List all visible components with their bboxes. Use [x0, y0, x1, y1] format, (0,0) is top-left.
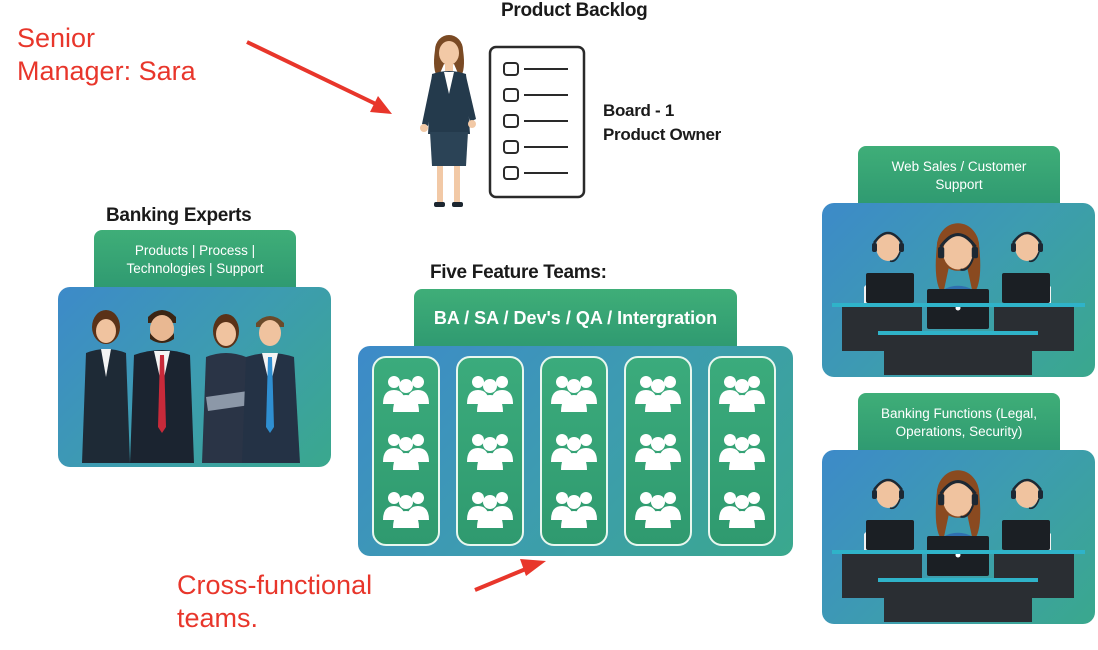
senior-manager-line1: Senior: [17, 23, 96, 53]
feature-teams-panel: [358, 346, 793, 556]
team-group-icon: [632, 430, 684, 475]
banking-functions-panel: [822, 450, 1095, 624]
team-group-icon: [548, 488, 600, 533]
banking-experts-tab: Products | Process | Technologies | Supp…: [94, 230, 296, 288]
checklist-box: [503, 140, 519, 154]
web-sales-panel: [822, 203, 1095, 377]
cross-functional-line1: Cross-functional: [177, 570, 373, 600]
team-group-icon: [380, 488, 432, 533]
web-sales-tab-line1: Web Sales / Customer: [891, 159, 1027, 174]
team-group-icon: [716, 488, 768, 533]
feature-teams-tab: BA / SA / Dev's / QA / Intergration: [414, 289, 737, 347]
team-group-icon: [380, 430, 432, 475]
team-group-icon: [464, 372, 516, 417]
cross-functional-annotation: Cross-functional teams.: [177, 569, 372, 635]
feature-team-column: [540, 356, 608, 546]
team-group-icon: [464, 430, 516, 475]
checklist-box: [503, 88, 519, 102]
cross-functional-line2: teams.: [177, 603, 259, 633]
banking-experts-people: [82, 310, 300, 463]
team-group-icon: [716, 430, 768, 475]
banking-functions-tab-line2: Operations, Security): [895, 424, 1023, 439]
team-group-icon: [464, 488, 516, 533]
banking-experts-title: Banking Experts: [106, 205, 252, 226]
team-group-icon: [548, 372, 600, 417]
checklist-box: [503, 166, 519, 180]
team-group-icon: [632, 372, 684, 417]
banking-functions-tab: Banking Functions (Legal, Operations, Se…: [858, 393, 1060, 451]
web-sales-tab: Web Sales / Customer Support: [858, 146, 1060, 204]
feature-team-column: [372, 356, 440, 546]
team-group-icon: [632, 488, 684, 533]
customer-support-agents: [832, 223, 1085, 375]
product-owner-figure: [420, 35, 476, 207]
board-label-line2: Product Owner: [603, 125, 721, 144]
arrow-to-feature-teams: [474, 559, 546, 592]
checklist-box: [503, 62, 519, 76]
banking-functions-agents: [832, 470, 1085, 622]
board-label-line1: Board - 1: [603, 101, 674, 120]
feature-team-column: [456, 356, 524, 546]
team-group-icon: [380, 372, 432, 417]
board-label: Board - 1 Product Owner: [603, 99, 721, 147]
web-sales-tab-line2: Support: [935, 177, 983, 192]
senior-manager-annotation: Senior Manager: Sara: [17, 22, 196, 88]
feature-team-column: [624, 356, 692, 546]
team-group-icon: [548, 430, 600, 475]
feature-teams-title: Five Feature Teams:: [430, 262, 607, 283]
banking-experts-tab-line2: Technologies | Support: [126, 261, 264, 276]
team-group-icon: [716, 372, 768, 417]
banking-experts-tab-line1: Products | Process |: [134, 243, 256, 258]
product-backlog-title: Product Backlog: [501, 0, 648, 21]
backlog-board: [488, 45, 586, 199]
banking-experts-panel: [58, 287, 331, 467]
senior-manager-line2: Manager: Sara: [17, 56, 196, 86]
feature-team-column: [708, 356, 776, 546]
arrow-to-product-owner: [246, 40, 392, 114]
checklist-box: [503, 114, 519, 128]
banking-functions-tab-line1: Banking Functions (Legal,: [880, 406, 1038, 421]
